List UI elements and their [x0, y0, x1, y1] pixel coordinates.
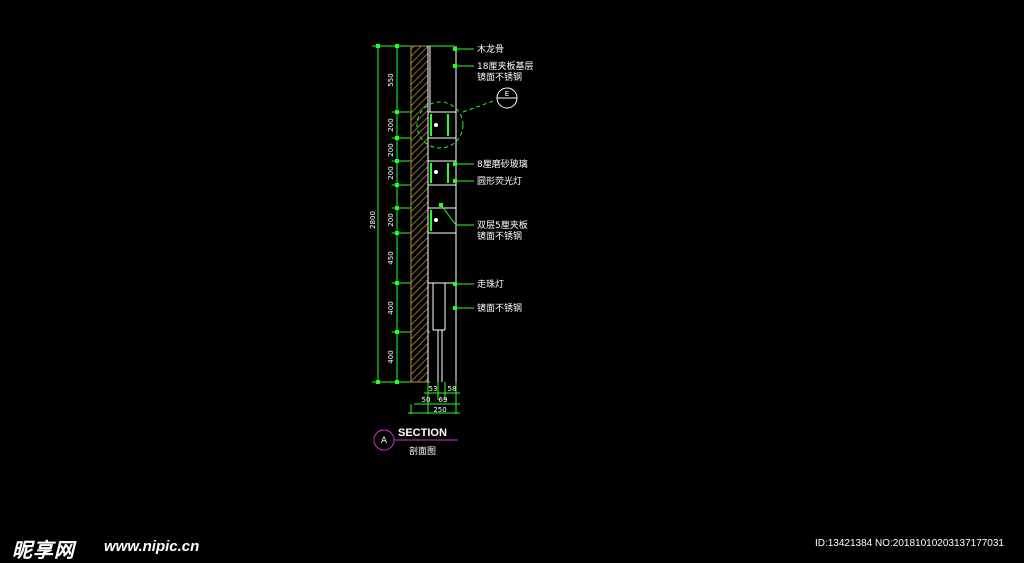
- dim-seg-8: 400: [387, 350, 395, 363]
- note-mirror-steel-3: 镜面不锈钢: [477, 302, 522, 314]
- dim-bottom-50: 50: [422, 396, 431, 404]
- note-plywood-base: 18厘夹板基层: [477, 60, 533, 72]
- dim-bottom-total: 250: [433, 406, 446, 414]
- dim-seg-4: 200: [387, 166, 395, 179]
- dim-seg-2: 200: [387, 118, 395, 131]
- section-subtitle: 剖面图: [409, 445, 436, 457]
- note-mirror-steel-2: 镜面不锈钢: [477, 230, 522, 242]
- wood-frame: [410, 45, 429, 383]
- section-profile: [427, 46, 457, 382]
- note-frosted-glass: 8厘磨砂玻璃: [477, 158, 528, 170]
- dim-seg-5: 200: [387, 213, 395, 226]
- bottom-dimension-chain: [408, 382, 460, 414]
- title-marker-label: A: [381, 436, 388, 446]
- section-title: SECTION: [398, 427, 447, 439]
- detail-circle: [416, 101, 464, 149]
- dim-total: 2800: [369, 211, 377, 229]
- leader-lines: [440, 48, 474, 309]
- dim-seg-1: 550: [387, 73, 395, 86]
- watermark-logo: 昵享网: [12, 540, 75, 562]
- dim-bottom-69: 69: [439, 396, 448, 404]
- note-wood-keel: 木龙骨: [477, 43, 504, 55]
- note-fluorescent-lamp: 圆形荧光灯: [477, 175, 522, 187]
- note-double-plywood: 双层5厘夹板: [477, 219, 528, 231]
- detail-callout-label: E: [505, 90, 509, 98]
- dim-seg-7: 400: [387, 301, 395, 314]
- dim-seg-6: 450: [387, 251, 395, 264]
- watermark-id: ID:13421384 NO:20181010203137177031: [814, 538, 1004, 549]
- glass-panels: [430, 114, 449, 231]
- dim-bottom-53: 53: [429, 385, 438, 393]
- note-mirror-steel-1: 镜面不锈钢: [477, 71, 522, 83]
- dim-seg-3: 200: [387, 143, 395, 156]
- note-bead-lamp: 走珠灯: [477, 278, 504, 290]
- dim-bottom-58: 58: [448, 385, 457, 393]
- watermark-url: www.nipic.cn: [104, 538, 200, 555]
